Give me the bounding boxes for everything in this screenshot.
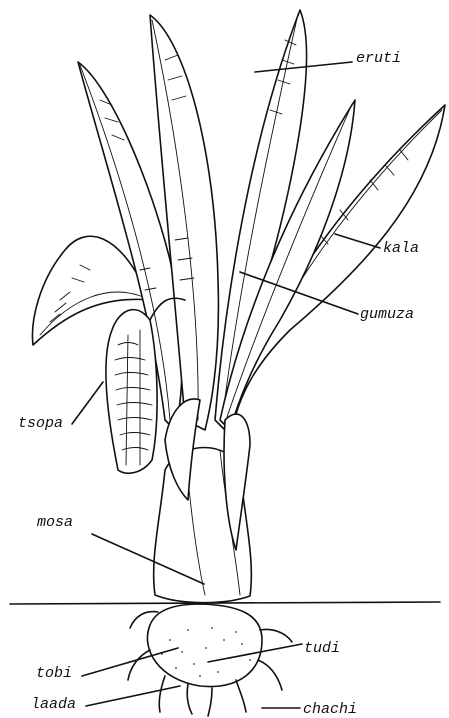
- label-gumuza: gumuza: [360, 306, 414, 323]
- leader-laada: [86, 686, 180, 706]
- label-chachi: chachi: [303, 701, 357, 718]
- corm: [147, 604, 262, 687]
- label-tsopa: tsopa: [18, 415, 63, 432]
- label-mosa: mosa: [37, 514, 73, 531]
- label-tudi: tudi: [304, 640, 340, 657]
- label-tobi: tobi: [36, 665, 72, 682]
- leader-tsopa: [72, 382, 103, 424]
- label-eruti: eruti: [356, 50, 401, 67]
- label-laada: laada: [31, 696, 76, 713]
- label-kala: kala: [383, 240, 419, 257]
